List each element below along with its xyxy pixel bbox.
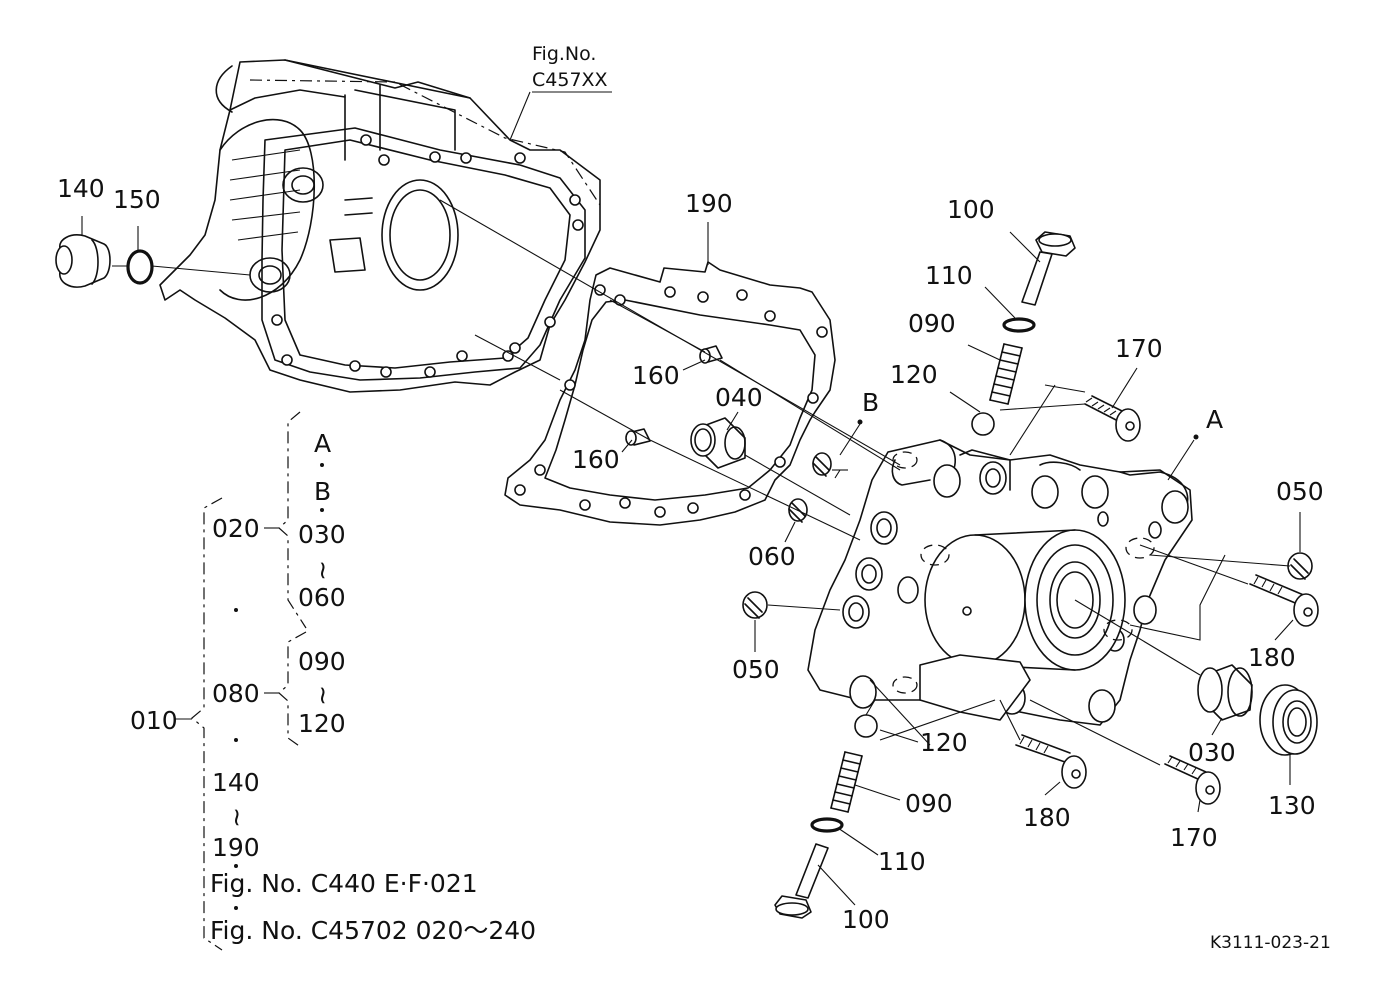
- callout-180-bottom: 180: [1023, 803, 1071, 832]
- dot-after-080: [234, 738, 238, 742]
- tree-020-item-b: B: [314, 477, 331, 506]
- callout-180-right: 180: [1248, 643, 1296, 672]
- callout-a: A: [1206, 405, 1223, 434]
- pump-housing-drawing: [807, 439, 1193, 726]
- leader-lines: [81, 216, 1301, 906]
- callout-120-top: 120: [890, 360, 938, 389]
- dot-a-b: [320, 463, 324, 467]
- tree-080-item-120: 120: [298, 709, 346, 738]
- alignment-lines: [439, 199, 1291, 766]
- callout-040: 040: [715, 383, 763, 412]
- bracket-010: [191, 497, 223, 951]
- dot-after-020: [234, 608, 238, 612]
- figure-ref-label: Fig.No.: [532, 43, 596, 65]
- dot-after-ref1: [234, 906, 238, 910]
- dowel-pin-160-lower: [625, 428, 651, 446]
- oring-110-lower: [810, 817, 844, 833]
- point-a-dot: [1193, 434, 1199, 440]
- tree-group-080: 080: [212, 679, 260, 708]
- callout-050-right: 050: [1276, 477, 1324, 506]
- callout-170-bottom: 170: [1170, 823, 1218, 852]
- valve-plug-100-lower: [774, 843, 829, 919]
- dowel-pin-160-upper: [699, 345, 723, 364]
- tree-020-item-030: 030: [298, 520, 346, 549]
- ball-120-upper: [971, 412, 995, 436]
- oring-110-upper: [1002, 317, 1036, 333]
- tree-item-140: 140: [212, 768, 260, 797]
- figure-ref-leader: [509, 91, 531, 141]
- callout-090-top: 090: [908, 309, 956, 338]
- valve-plug-100-upper: [1021, 231, 1076, 306]
- tree-ref-c440: Fig. No. C440 E·F·021: [210, 869, 478, 898]
- callout-160-lower: 160: [572, 445, 620, 474]
- dot-b-030: [320, 508, 324, 512]
- oil-seal-130-drawing: [1259, 684, 1318, 756]
- plug-axis-line: [112, 265, 251, 276]
- callout-190: 190: [685, 189, 733, 218]
- transmission-case-drawing: [159, 59, 601, 393]
- callout-110-top: 110: [925, 261, 973, 290]
- tree-020-item-a: A: [314, 429, 331, 458]
- callout-100-bottom: 100: [842, 905, 890, 934]
- callout-060: 060: [748, 542, 796, 571]
- callout-b: B: [862, 388, 879, 417]
- plug-050-left-drawing: [742, 591, 768, 619]
- tree-ref-c45702: Fig. No. C45702 020～240: [210, 916, 536, 945]
- callout-110-bottom: 110: [878, 847, 926, 876]
- bushing-040-drawing: [690, 417, 746, 469]
- tree-item-190: 190: [212, 833, 260, 862]
- ball-120-lower: [854, 714, 878, 738]
- figure-ref-number: C457XX: [532, 69, 608, 91]
- spring-090-lower: [830, 751, 863, 813]
- tree-020-item-060: 060: [298, 583, 346, 612]
- callout-120-bottom: 120: [920, 728, 968, 757]
- callout-130: 130: [1268, 791, 1316, 820]
- callout-170-top: 170: [1115, 334, 1163, 363]
- callout-030: 030: [1188, 738, 1236, 767]
- bushing-030-drawing: [1197, 664, 1253, 721]
- tree-080-item-090: 090: [298, 647, 346, 676]
- callout-140: 140: [57, 174, 105, 203]
- callout-160-upper: 160: [632, 361, 680, 390]
- plug-140-drawing: [55, 234, 111, 288]
- tree-080-tilde: ~: [309, 685, 338, 706]
- plug-050-right-drawing: [1287, 552, 1313, 580]
- dot-after-190: [234, 864, 238, 868]
- point-b-dot: [857, 419, 863, 425]
- spring-090-upper: [989, 343, 1023, 405]
- callout-090-bottom: 090: [905, 789, 953, 818]
- bolt-170-bottom: [1164, 755, 1221, 805]
- tree-020-tilde: ~: [309, 560, 338, 581]
- tree-group-020: 020: [212, 514, 260, 543]
- callout-150: 150: [113, 185, 161, 214]
- callout-050-left: 050: [732, 655, 780, 684]
- gasket-190-drawing: [504, 261, 836, 526]
- parts-breakdown-tree: [174, 411, 324, 951]
- bolt-170-top: [1084, 395, 1141, 442]
- bolt-180-bottom: [1015, 734, 1087, 789]
- callout-100-top: 100: [947, 195, 995, 224]
- drawing-code: K3111-023-21: [1210, 933, 1331, 953]
- oring-150-drawing: [126, 249, 154, 285]
- tree-root-010: 010: [130, 706, 178, 735]
- plug-060-drawing: [788, 452, 832, 523]
- bolt-180-right: [1249, 574, 1319, 627]
- tree-tilde-140-190: ~: [223, 807, 252, 828]
